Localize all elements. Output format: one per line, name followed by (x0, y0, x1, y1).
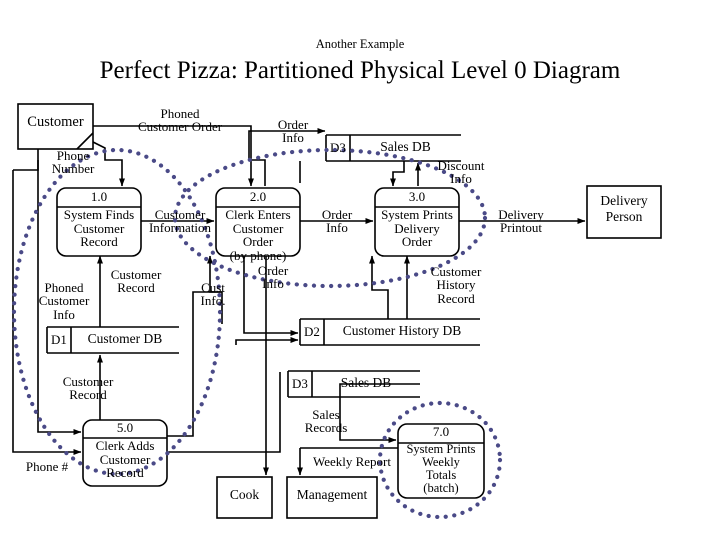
entity-customer-corner-slash (76, 132, 94, 150)
entity-customer-box (17, 103, 94, 150)
datastore-d2-shape (299, 318, 480, 346)
datastore-d1-shape (46, 326, 179, 354)
datastore-d1-code: D1 (51, 332, 67, 347)
entity-cook-box (216, 476, 273, 519)
flow-d2-secondary (235, 337, 299, 345)
data-stores (46, 134, 480, 398)
process-1-box (56, 187, 142, 257)
process-7-number: 7.0 (432, 424, 450, 439)
external-entities (17, 103, 662, 519)
flow-sales-records (339, 397, 397, 443)
entity-management-label: Management (296, 487, 368, 502)
datastore-d3-bottom-label: Sales DB (340, 375, 392, 390)
process-boxes (56, 187, 485, 499)
datastore-d3-top-label: Sales DB (380, 139, 431, 154)
datastore-d3-bottom-code: D3 (292, 376, 308, 391)
entity-cook-label: Cook (229, 487, 260, 502)
datastore-d3-top-code: D3 (330, 140, 346, 155)
subtitle: Another Example (315, 37, 405, 51)
process-3-box (374, 187, 460, 257)
partition-batch-bottom (377, 400, 503, 520)
process-2-box (215, 187, 301, 257)
partition-boundaries (11, 147, 503, 520)
datastore-d3-bottom-shape (287, 370, 420, 398)
flow-phone-number-to-p5 (12, 170, 82, 455)
entity-delivery-person-box (586, 185, 662, 239)
process-5-number: 5.0 (116, 420, 134, 435)
flow-label-phone-hash: Phone # (25, 459, 69, 474)
flow-d2-to-p3-a (369, 255, 389, 319)
flow-sales-db-to-p3 (390, 161, 405, 187)
partition-manual-left (11, 147, 223, 477)
flow-phoned-customer-order (93, 125, 254, 187)
datastore-d2-label: Customer History DB (342, 323, 462, 338)
datastore-d2-code: D2 (304, 324, 320, 339)
partition-automated-top (172, 147, 488, 289)
flow-label-weekly-report: Weekly Report (312, 454, 391, 469)
flow-phoned-customer-info-to-p5 (37, 140, 82, 435)
entity-customer-label: Customer (27, 114, 84, 130)
flow-phone-number (92, 141, 125, 187)
process-2-number: 2.0 (249, 189, 267, 204)
process-1-number: 1.0 (90, 189, 108, 204)
page-title: Perfect Pizza: Partitioned Physical Leve… (99, 57, 621, 84)
datastore-d1-label: Customer DB (87, 331, 163, 346)
datastore-d3-top-shape (325, 134, 461, 162)
process-3-number: 3.0 (408, 189, 426, 204)
flow-order-info-to-d2 (243, 256, 299, 336)
entity-management-box (286, 476, 378, 519)
